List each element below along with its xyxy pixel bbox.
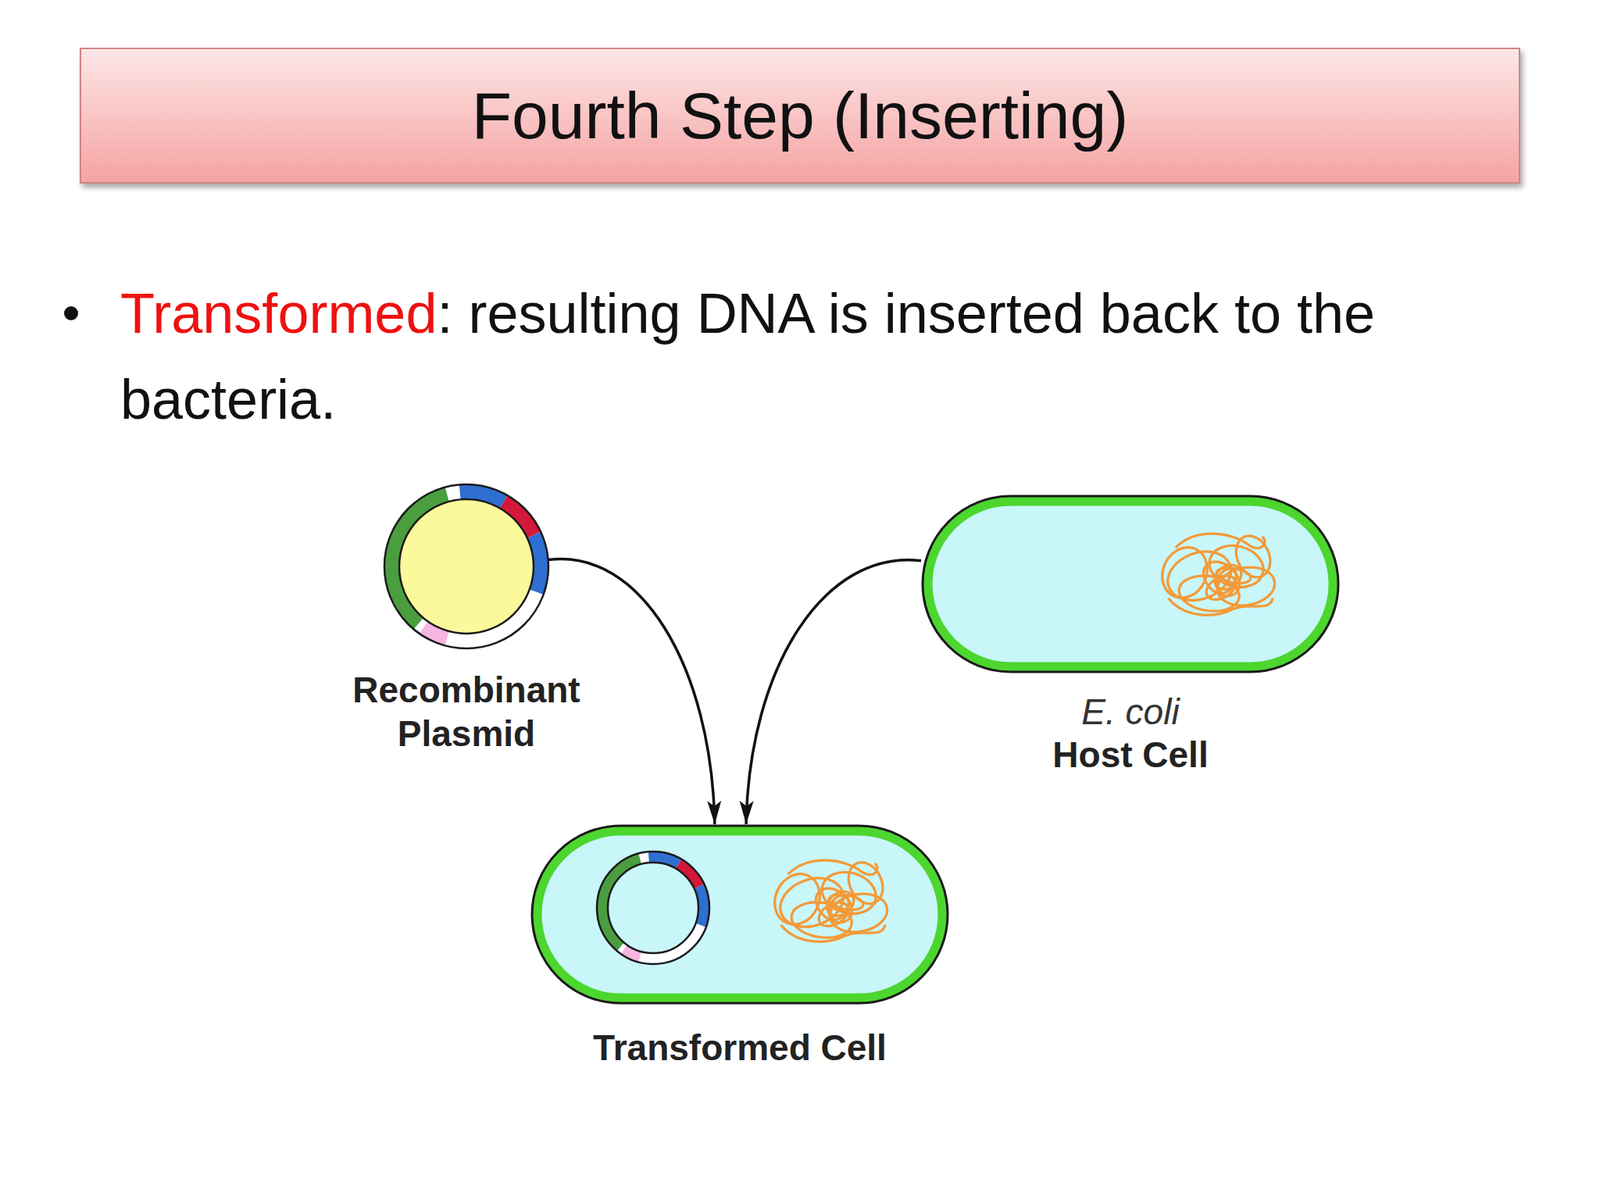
node-label: Transformed Cell: [591, 1025, 889, 1070]
plasmid-outline: [384, 484, 549, 649]
bullet-paragraph: Transformed: resulting DNA is inserted b…: [120, 270, 1504, 443]
plasmid-segment: [583, 838, 723, 978]
keyword: Transformed: [120, 282, 437, 345]
transformed-cell-shape: [530, 824, 950, 1005]
plasmid-segment: [364, 464, 569, 669]
plasmid-inner: [399, 499, 534, 634]
plasmid-segment: [360, 460, 572, 672]
plasmid-segment: [367, 467, 566, 666]
title: Fourth Step (Inserting): [81, 49, 1519, 183]
plasmid-segment: [590, 845, 715, 970]
plasmid-inner: [607, 862, 699, 954]
dna-tangle: [1153, 530, 1278, 616]
node-label: Recombinant Plasmid: [294, 667, 639, 756]
host-cell: E. coliHost Cell: [921, 494, 1340, 674]
plasmid-outline: [607, 862, 699, 954]
cell-wall: [928, 501, 1333, 667]
node-label: Host Cell: [974, 732, 1287, 777]
plasmid-circle-shape: [384, 484, 549, 649]
cell-wall: [537, 831, 943, 998]
bullet-dot: [64, 306, 79, 321]
plasmid-segment: [375, 475, 558, 658]
plasmid-outline: [596, 851, 710, 965]
host-cell-shape: [921, 494, 1340, 674]
cell-wall-outline: [537, 831, 943, 998]
curved-arrow: [548, 559, 715, 825]
plasmid-outline: [399, 499, 534, 634]
cell-wall-outline: [928, 501, 1333, 667]
plasmid-circle: Recombinant Plasmid: [384, 484, 549, 649]
plasmid-segment: [581, 835, 725, 979]
curved-arrow: [746, 560, 922, 825]
title-banner: Fourth Step (Inserting): [79, 47, 1521, 184]
species-label: E. coli: [1013, 689, 1248, 734]
plasmid-segment: [585, 840, 722, 976]
transformed-cell: Transformed Cell: [530, 824, 950, 1005]
dna-tangle: [766, 857, 890, 943]
